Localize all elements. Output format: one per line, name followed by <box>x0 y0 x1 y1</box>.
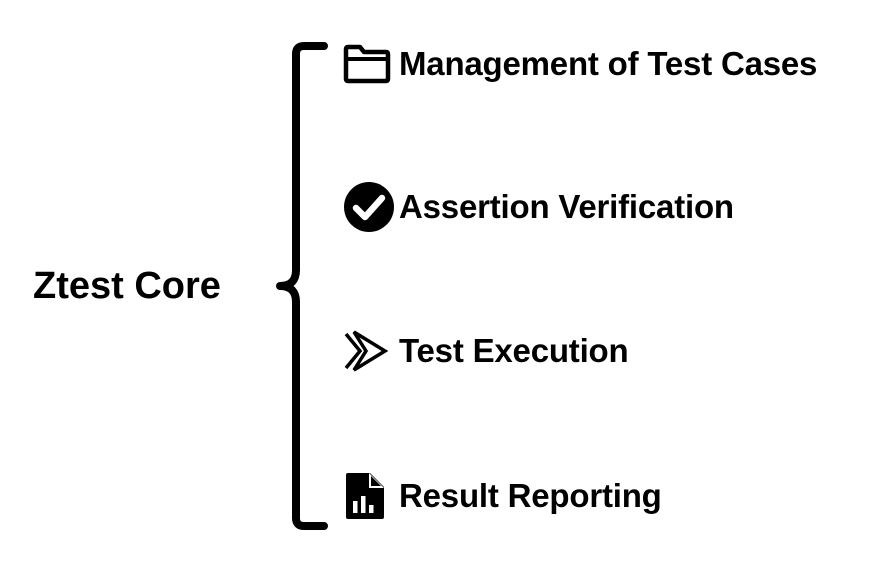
branch-item-reporting: Result Reporting <box>343 470 662 522</box>
play-outline-icon <box>343 325 399 377</box>
branch-item-management: Management of Test Cases <box>343 38 817 90</box>
branch-item-execution: Test Execution <box>343 325 629 377</box>
branch-item-assertion: Assertion Verification <box>343 181 734 233</box>
root-node-label: Ztest Core <box>33 265 221 307</box>
check-circle-icon <box>343 181 399 233</box>
branch-item-label: Management of Test Cases <box>399 45 818 82</box>
curly-brace-connector <box>276 42 328 530</box>
branch-item-label: Test Execution <box>399 332 629 369</box>
report-file-icon <box>343 470 399 522</box>
branch-item-label: Result Reporting <box>399 477 662 514</box>
folder-icon <box>343 38 399 90</box>
branch-item-label: Assertion Verification <box>399 188 734 225</box>
